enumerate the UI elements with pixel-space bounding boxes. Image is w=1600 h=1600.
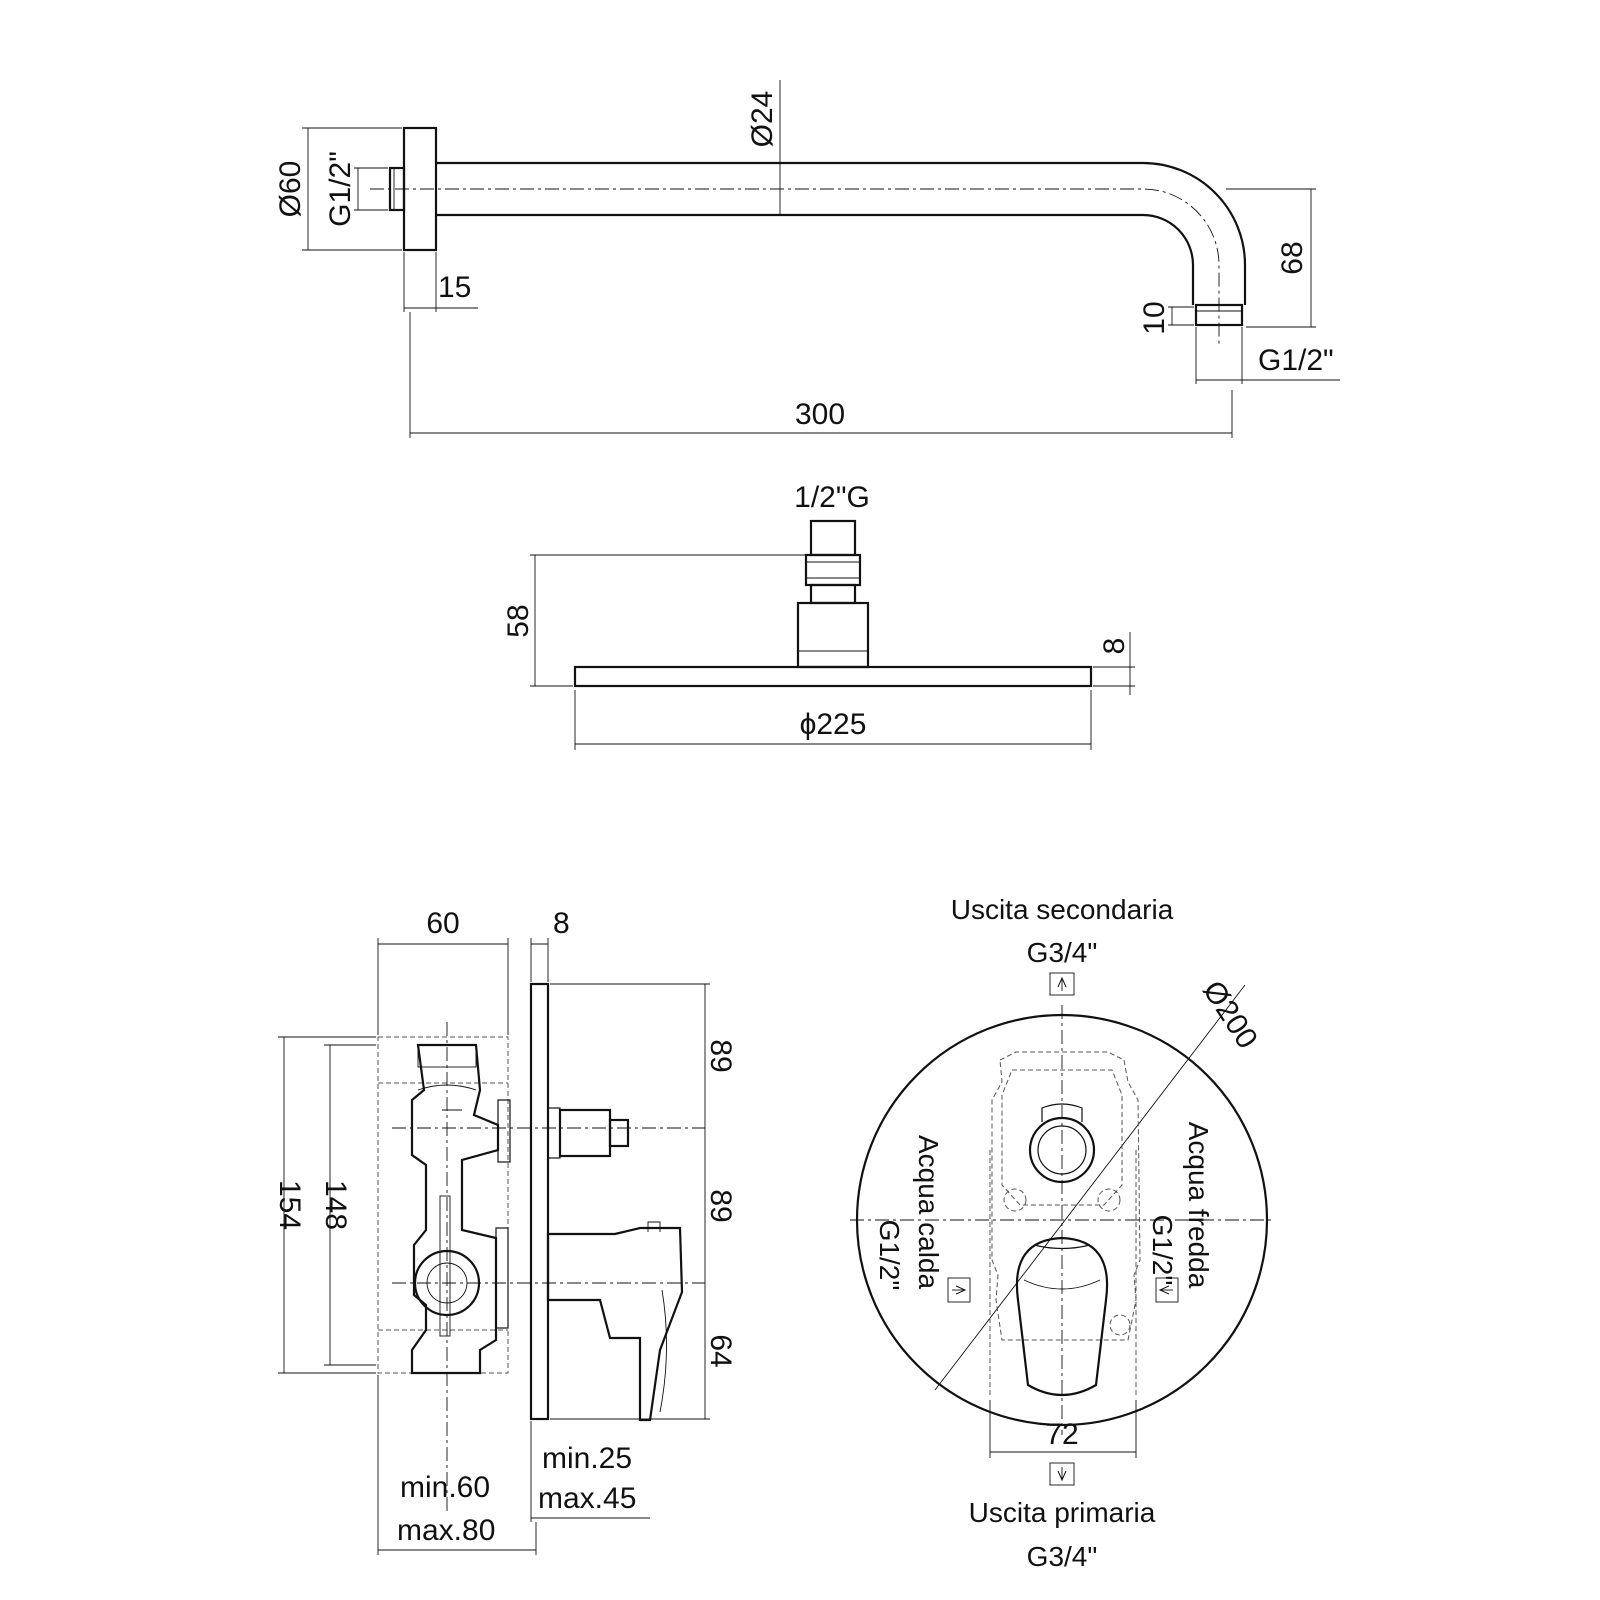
label-primary-thread: G3/4" [1027,1541,1098,1572]
label-secondary-thread: G3/4" [1027,937,1098,968]
dim-flange-diameter: Ø60 [274,161,307,218]
dim-total-height: 154 [273,1180,306,1230]
label-cover-diameter: Ø200 [1196,975,1264,1055]
head-ball-joint [809,583,857,605]
label-cold-thread: G1/2" [1147,1215,1178,1286]
diverter-knob [558,1108,612,1158]
dim-overall-height: 58 [502,604,535,637]
label-primary-outlet: Uscita primaria [969,1497,1156,1528]
diameter-leader [934,984,1246,1391]
dim-plate-min: min.25 [542,1442,632,1475]
dim-body-height: 148 [319,1180,352,1230]
outlet-thread [1194,303,1244,327]
dim-body-width: 60 [426,907,459,940]
label-secondary-outlet: Uscita secondaria [951,894,1174,925]
arm-tube [436,161,1247,305]
head-plate [573,665,1093,688]
head-nut [804,553,862,587]
valve-front-view: Uscita secondaria G3/4" Uscita primaria … [850,894,1275,1572]
dim-inlet-spacing: 72 [1045,1418,1078,1451]
dim-outlet-thread: G1/2" [1258,344,1334,377]
dim-depth-min: min.60 [400,1471,490,1504]
hidden-valve-body [991,1051,1141,1341]
shower-arm-view: Ø60 G1/2" Ø24 15 68 10 G1/2" 300 [274,80,1340,438]
dim-top-offset: 89 [704,1039,737,1072]
diverter-circle [1028,1116,1096,1184]
label-hot-thread: G1/2" [874,1220,905,1291]
head-thread [809,519,857,557]
shower-head-view: 1/2"G 58 8 ϕ225 [502,481,1135,750]
dim-flange-thickness: 15 [438,271,471,304]
dim-connection-thread: 1/2"G [794,481,870,514]
dim-wall-thread: G1/2" [324,151,357,227]
dim-plate-thickness-side: 8 [553,907,570,940]
front-lever [1015,1236,1109,1396]
label-cold-water: Acqua fredda [1183,1122,1214,1289]
label-hot-water: Acqua calda [913,1135,944,1290]
dim-depth-max: max.80 [397,1514,495,1547]
dim-tube-diameter: Ø24 [746,91,779,148]
valve-side-view: 60 8 154 148 89 89 64 min.25 max.45 min.… [273,907,737,1555]
cover-plate [529,982,550,1421]
dim-mid-offset: 89 [704,1189,737,1222]
dim-drop-height: 68 [1276,241,1309,274]
lever-handle [546,1226,684,1422]
dim-plate-thickness: 8 [1098,638,1131,655]
dim-outlet-length: 10 [1138,301,1171,334]
head-stem [796,601,870,669]
valve-body [410,1043,500,1375]
dim-bottom-offset: 64 [704,1334,737,1367]
valve-housing [377,1036,509,1374]
dim-plate-max: max.45 [538,1482,636,1515]
dim-arm-length: 300 [795,398,845,431]
dim-plate-diameter: ϕ225 [800,708,867,741]
